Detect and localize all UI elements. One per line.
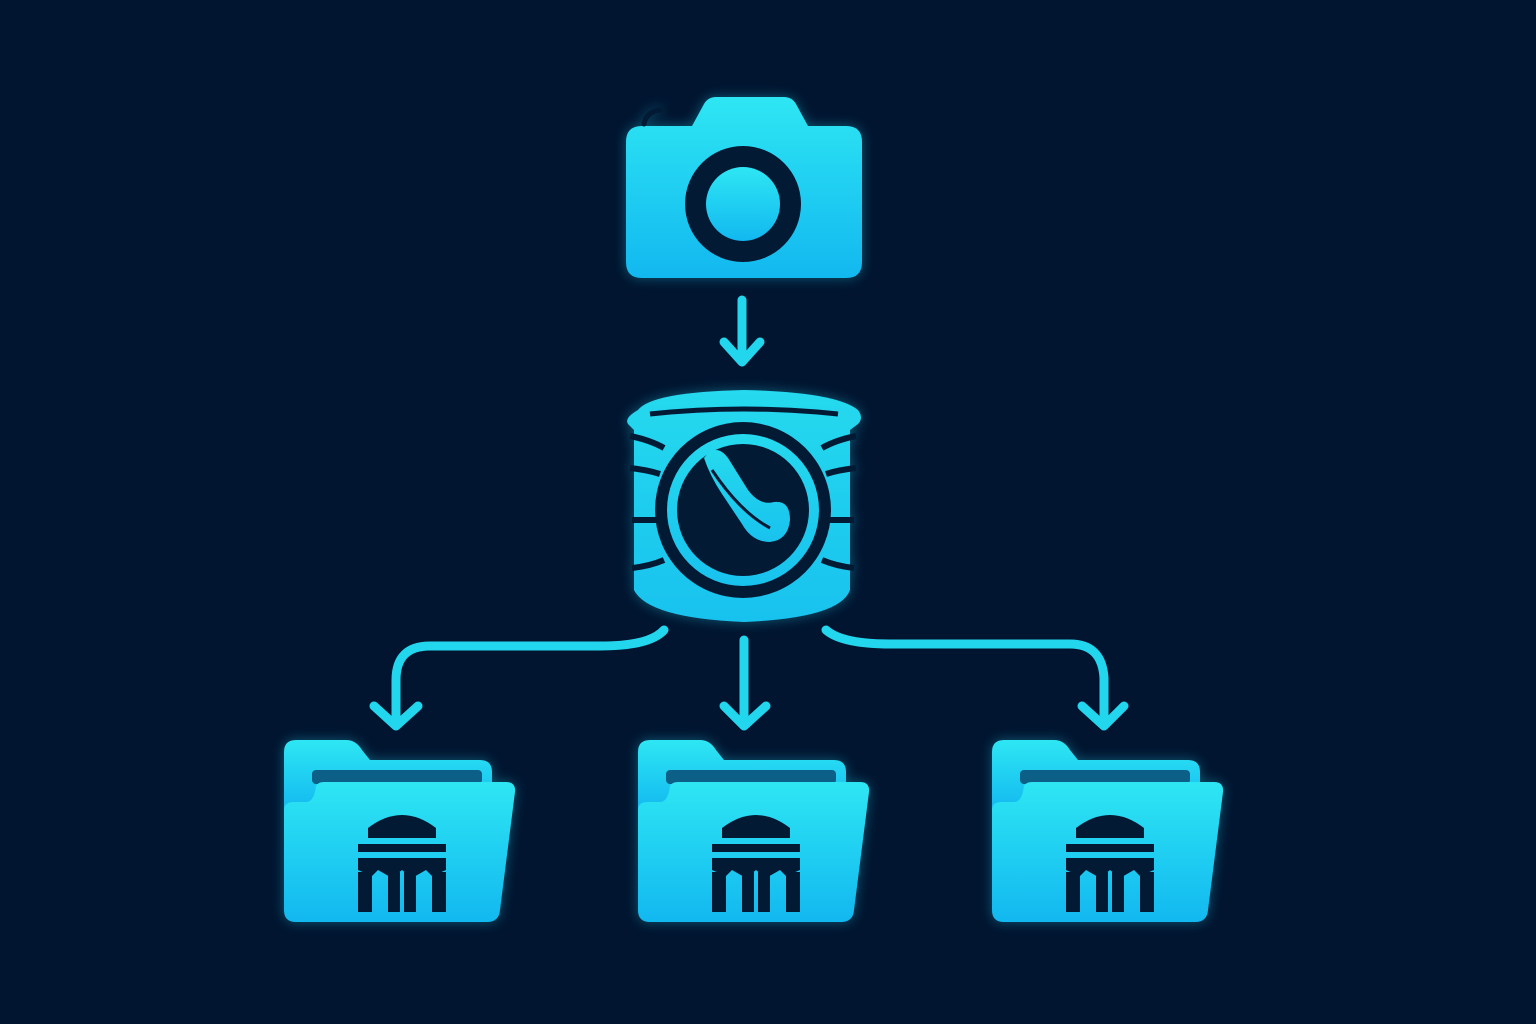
camera-icon xyxy=(626,97,862,278)
arrow-camera-to-hub xyxy=(719,295,765,367)
processing-hub-icon xyxy=(627,390,861,622)
arrow-hub-to-folder-2 xyxy=(719,635,771,731)
folder-icon-1 xyxy=(284,740,516,922)
arrow-hub-to-folder-1 xyxy=(369,625,669,731)
folder-icon-2 xyxy=(638,740,870,922)
arrow-hub-to-folder-3 xyxy=(821,625,1129,731)
folder-icon-3 xyxy=(992,740,1224,922)
